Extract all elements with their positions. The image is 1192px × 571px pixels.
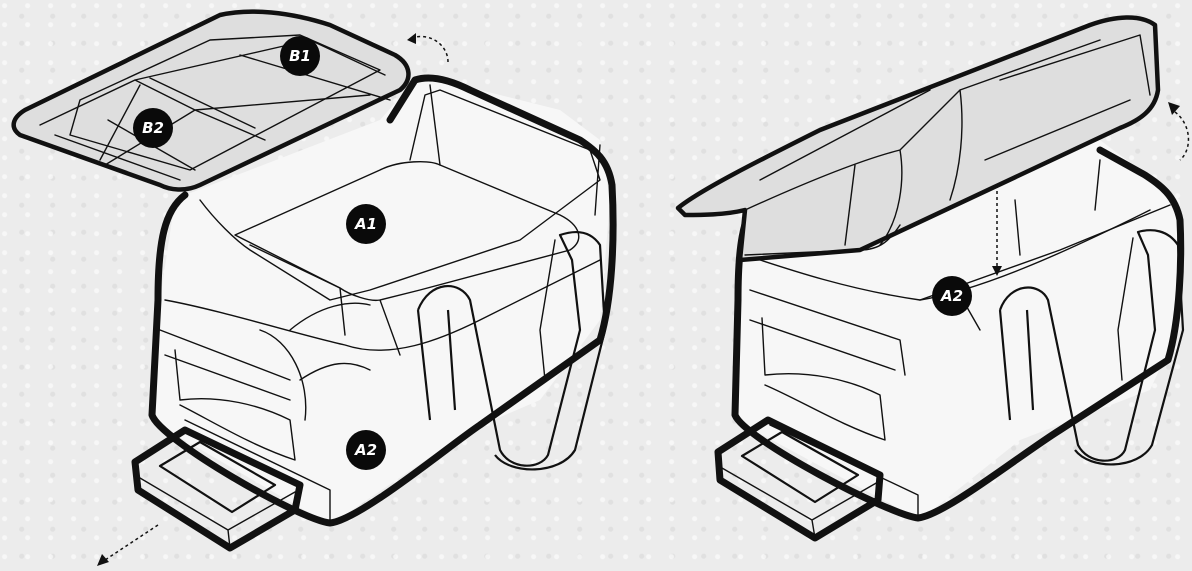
badge-a2-left: A2 [346,430,386,470]
right-bag-lid [675,15,1161,263]
left-bag-inner-rim [199,89,601,301]
right-lid-rotation-arrow [1174,111,1190,161]
left-bag-tray [131,426,304,552]
arrow-head [407,33,416,44]
badge-b2-label: B2 [142,119,164,137]
badge-a2-right-label: A2 [940,287,963,305]
left-bag-outline [148,74,617,527]
badge-a2-right: A2 [932,276,972,316]
badge-a1: A1 [346,204,386,244]
lid-compartment-lines [39,39,391,181]
right-bag-outline [731,146,1185,522]
right-bag-tray [714,416,884,542]
right-bag-strap [998,229,1185,466]
lid-interior-lines [744,34,1151,246]
badge-b1-label: B1 [289,47,311,65]
badge-a1-label: A1 [354,215,377,233]
badge-b2: B2 [133,108,173,148]
arrow-head [97,554,109,566]
tray-pull-arrow [101,524,159,563]
left-bag: B1 B2 A1 A2 [11,9,617,566]
right-bag: A2 [675,15,1190,542]
left-bag-strap [416,230,607,471]
badge-a2-left-label: A2 [354,441,377,459]
badge-b1: B1 [280,36,320,76]
arrow-head [992,266,1002,276]
lid-rotation-arrow [411,35,449,63]
arrow-head [1168,102,1180,115]
